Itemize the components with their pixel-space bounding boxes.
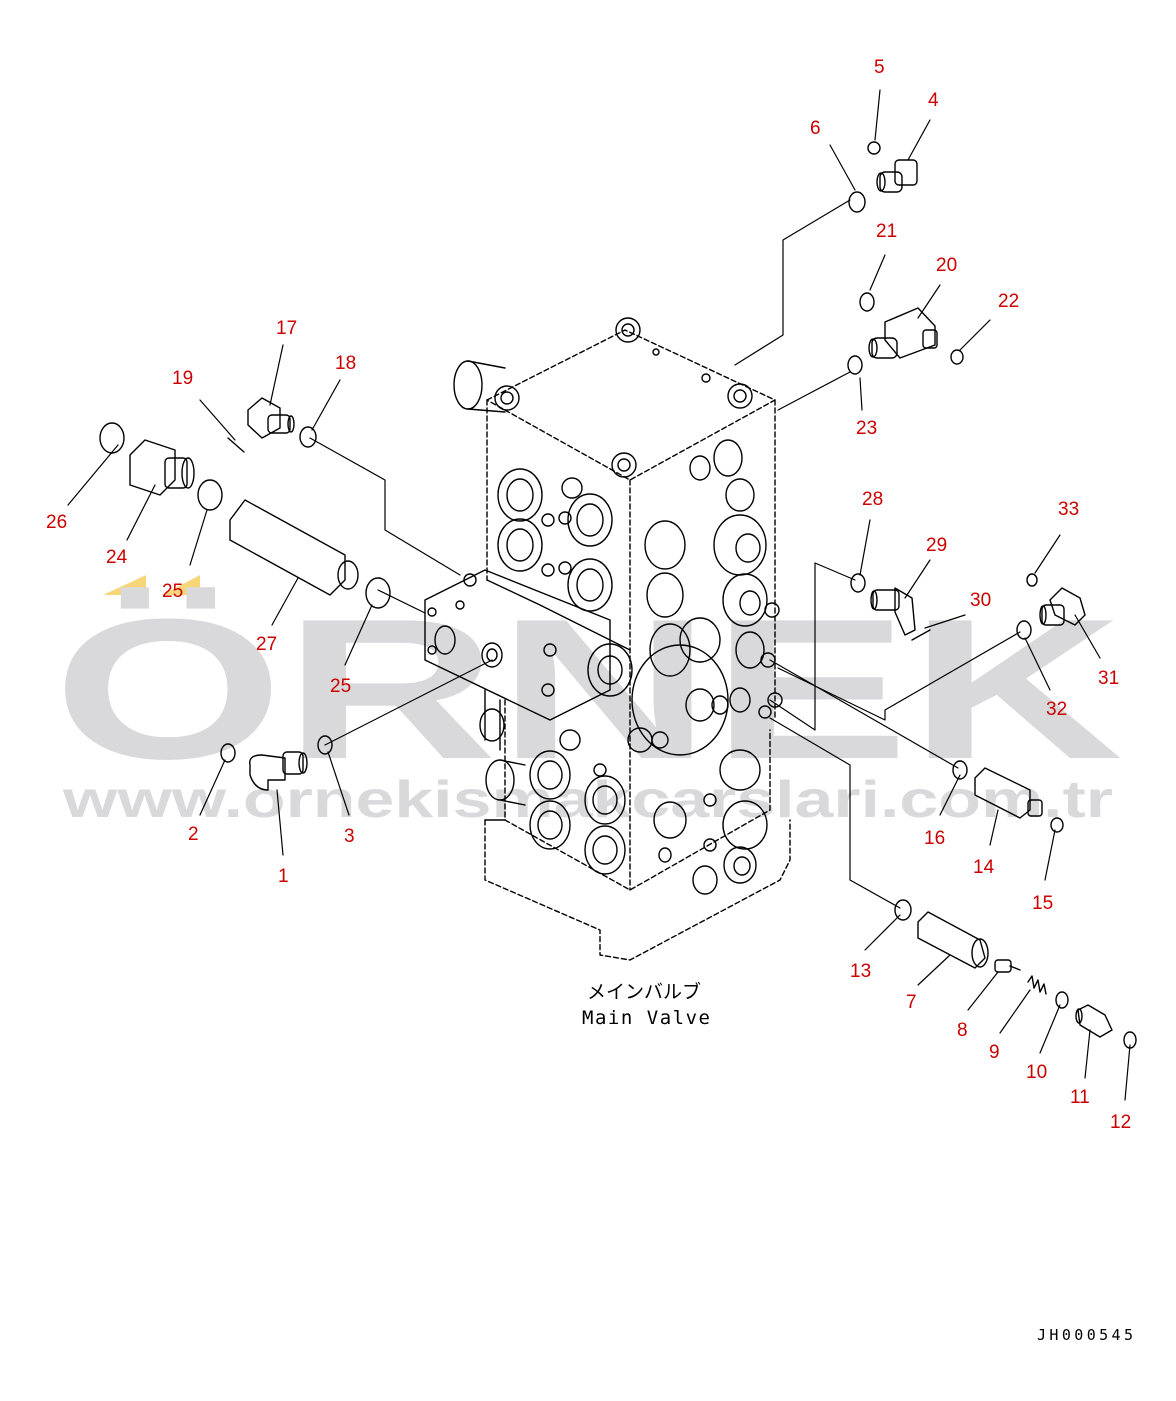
callout-18: 18 <box>335 353 356 374</box>
part-1-elbow <box>249 751 308 791</box>
callout-11: 11 <box>1070 1087 1090 1108</box>
part-13-oring <box>894 899 912 921</box>
part-9-spring <box>1027 975 1047 995</box>
callout-25-top: 25 <box>162 581 183 602</box>
part-6-oring <box>848 191 866 213</box>
callout-4: 4 <box>928 90 939 111</box>
callout-29: 28 <box>862 489 883 510</box>
part-2-oring <box>220 743 236 763</box>
watermark-accent-left <box>103 575 146 595</box>
callout-7: 7 <box>906 992 917 1013</box>
part-22-oring <box>950 349 964 365</box>
callout-1: 1 <box>278 866 289 887</box>
callout-6: 6 <box>810 118 821 139</box>
part-30-pin <box>911 629 931 641</box>
callout-22: 22 <box>998 291 1019 312</box>
part-27-relief-valve <box>229 499 359 596</box>
part-19-pin <box>227 437 245 453</box>
callout-14: 14 <box>973 857 995 878</box>
part-14-valve <box>974 767 1043 819</box>
part-12-oring <box>1123 1031 1137 1049</box>
part-20-fitting <box>868 307 938 359</box>
callout-30: 30 <box>970 590 991 611</box>
part-10-oring <box>1055 991 1069 1009</box>
part-7-sleeve <box>917 911 989 969</box>
callout-31: 31 <box>1098 668 1119 689</box>
callout-25-bottom: 25 <box>330 676 351 697</box>
callout-27: 27 <box>256 634 277 655</box>
main-valve-body <box>424 317 791 961</box>
callout-26: 26 <box>46 512 67 533</box>
watermark-logo: ÖRNEK <box>53 578 1123 801</box>
callout-16: 16 <box>924 828 945 849</box>
part-25-oring-top <box>197 479 223 511</box>
part-24-plug <box>129 439 195 496</box>
part-3-oring <box>317 735 333 755</box>
callout-labels: 5 4 6 21 20 22 23 17 18 19 26 24 25 27 2… <box>46 57 1131 1133</box>
part-15-oring <box>1050 817 1064 833</box>
callout-21: 21 <box>876 221 897 242</box>
part-29-oring <box>850 573 866 593</box>
callout-20: 20 <box>936 255 957 276</box>
part-21-oring <box>859 292 875 312</box>
callout-10: 10 <box>1026 1062 1047 1083</box>
part-5-oring <box>867 141 881 155</box>
callout-9: 9 <box>989 1042 1000 1063</box>
part-31-fitting <box>1039 587 1086 626</box>
callout-12: 12 <box>1110 1112 1131 1133</box>
part-33-oring <box>1026 573 1038 587</box>
watermark-url: www.ornekismakcarslari.com.tr <box>62 771 1113 829</box>
callout-23: 23 <box>856 418 877 439</box>
part-26-oring <box>99 422 125 454</box>
part-28-fitting <box>870 587 916 636</box>
part-11-plug <box>1075 1004 1113 1038</box>
caption-english: Main Valve <box>582 1007 710 1029</box>
callout-19: 19 <box>172 368 193 389</box>
callout-2: 2 <box>188 824 199 845</box>
leader-lines <box>67 89 1131 1101</box>
drawing-code: JH000545 <box>1037 1326 1133 1344</box>
caption-japanese: メインバルブ <box>587 980 701 1003</box>
part-32-oring <box>1016 620 1032 640</box>
callout-8: 8 <box>957 1020 968 1041</box>
watermark-accent-right <box>162 575 200 595</box>
part-16-oring <box>952 760 968 780</box>
part-8-poppet <box>994 959 1021 973</box>
part-25-oring-bottom <box>365 577 391 609</box>
part-18-oring <box>299 426 317 448</box>
callout-33: 33 <box>1058 499 1079 520</box>
callout-24: 24 <box>106 547 128 568</box>
callout-17: 17 <box>276 318 297 339</box>
callout-28: 29 <box>926 535 947 556</box>
part-23-oring <box>847 355 863 375</box>
callout-13: 13 <box>850 961 871 982</box>
callout-3: 3 <box>344 826 355 847</box>
callout-15: 15 <box>1032 893 1053 914</box>
callout-32: 32 <box>1046 699 1067 720</box>
part-4-fitting <box>876 159 918 193</box>
part-17-fitting <box>247 397 295 439</box>
callout-5: 5 <box>874 57 885 78</box>
